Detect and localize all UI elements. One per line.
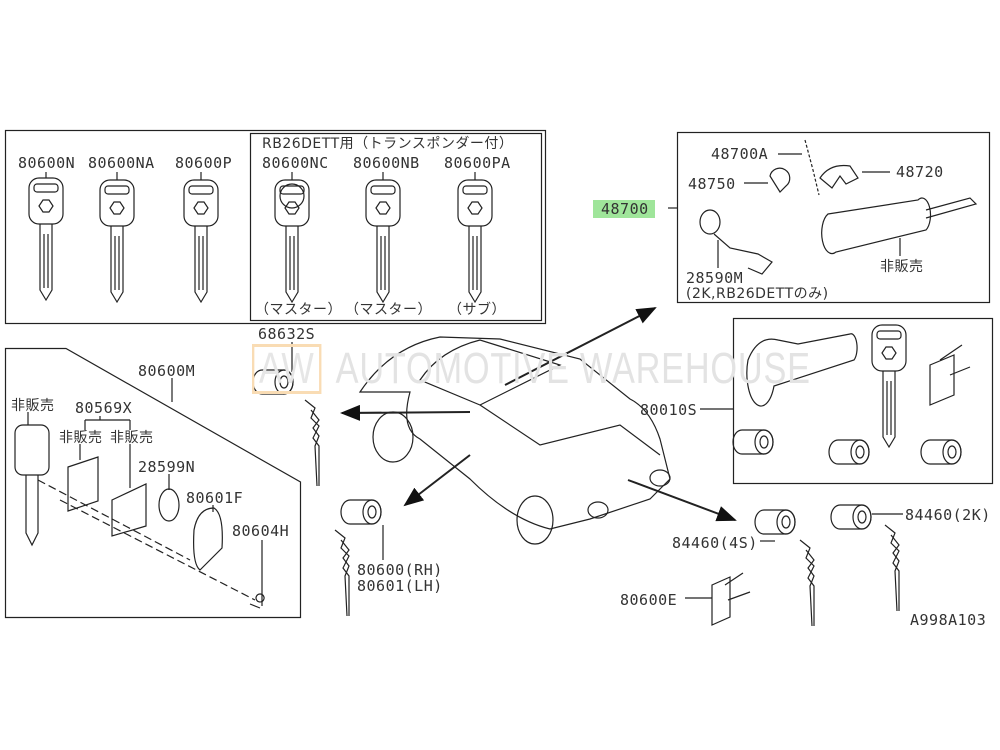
- key-80600N: [28, 177, 64, 301]
- trunk-cylinder-4s: [754, 509, 796, 535]
- battery-28599N: [158, 488, 180, 522]
- not-sold-label: 非販売: [11, 398, 55, 414]
- part-label[interactable]: 84460(2K): [905, 506, 991, 524]
- part-label[interactable]: 80600(RH): [357, 561, 443, 579]
- remote-key-head: [14, 424, 50, 476]
- vehicle-illustration: [358, 336, 671, 545]
- part-label[interactable]: 28590M: [686, 269, 744, 287]
- part-label[interactable]: 80600E: [620, 591, 678, 609]
- steering-lock-cover: [819, 164, 859, 189]
- part-label[interactable]: 80600P: [175, 154, 233, 172]
- not-sold-label: 非販売: [110, 430, 154, 446]
- part-label[interactable]: 80601(LH): [357, 577, 443, 595]
- part-label[interactable]: 80601F: [186, 489, 244, 507]
- key-note: （サブ）: [448, 302, 506, 318]
- part-label[interactable]: 48750: [688, 175, 736, 193]
- part-label[interactable]: 48720: [896, 163, 944, 181]
- key-80600NB: [365, 179, 401, 303]
- set-door-cylinder: [828, 439, 870, 465]
- part-label[interactable]: 84460(4S): [672, 534, 758, 552]
- trunk-bracket: [711, 572, 751, 626]
- key-80600NA: [99, 179, 135, 303]
- key-note: （マスター）: [345, 302, 432, 318]
- trunk-keys-2k: [884, 524, 900, 612]
- remote-plate: [111, 483, 147, 537]
- part-label[interactable]: 48700A: [711, 145, 769, 163]
- gtr-emblem: [279, 183, 305, 209]
- part-label[interactable]: 80010S: [640, 401, 698, 419]
- watermark-logo: AW: [252, 344, 322, 394]
- keys-box-frame: [4, 129, 547, 325]
- key-illumination: [769, 167, 791, 193]
- part-label[interactable]: 80600NB: [353, 154, 420, 172]
- trunk-cylinder-2k: [830, 504, 872, 530]
- set-bracket: [929, 344, 971, 406]
- key-80600PA: [457, 179, 493, 303]
- trunk-keys-4s: [799, 539, 815, 627]
- steering-lock-body: [821, 197, 932, 255]
- part-label[interactable]: 80600NC: [262, 154, 329, 172]
- set-trunk-cylinder: [920, 439, 962, 465]
- part-label[interactable]: 80600PA: [444, 154, 511, 172]
- diagram-id: A998A103: [910, 611, 987, 629]
- part-label[interactable]: 80604H: [232, 522, 290, 540]
- key-note: （マスター）: [255, 302, 342, 318]
- set-key: [871, 324, 907, 448]
- part-note: (2K,RB26DETTのみ): [686, 286, 829, 302]
- screw-80604H: [249, 593, 265, 609]
- watermark: AW AUTOMOTIVE WAREHOUSE: [252, 344, 811, 394]
- part-label[interactable]: 28599N: [138, 458, 196, 476]
- part-label-highlighted[interactable]: 48700: [593, 200, 655, 218]
- door-lock-cylinder: [340, 499, 382, 525]
- part-label[interactable]: 80600M: [138, 362, 196, 380]
- remote-box-frame: [4, 347, 302, 619]
- not-sold-label: 非販売: [59, 430, 103, 446]
- transponder-box-frame: [249, 132, 543, 322]
- part-label[interactable]: 80569X: [75, 399, 133, 417]
- ignition-box-frame: [676, 131, 991, 304]
- remote-case: [193, 507, 223, 571]
- glove-box-keys: [304, 399, 320, 487]
- part-label[interactable]: 80600NA: [88, 154, 155, 172]
- part-label[interactable]: 80600N: [18, 154, 76, 172]
- key-80600P: [183, 179, 219, 303]
- antenna-ring: [699, 209, 721, 235]
- watermark-text: AUTOMOTIVE WAREHOUSE: [335, 344, 811, 393]
- not-sold-label: 非販売: [880, 259, 924, 275]
- set-glove-cylinder: [732, 429, 774, 455]
- remote-board: [67, 456, 99, 512]
- transponder-header: RB26DETT用（トランスポンダー付）: [262, 136, 514, 152]
- door-lock-keys: [334, 529, 350, 617]
- part-label[interactable]: 68632S: [258, 325, 316, 343]
- set-steering-lock: [746, 333, 858, 407]
- lock-set-box-frame: [732, 317, 994, 485]
